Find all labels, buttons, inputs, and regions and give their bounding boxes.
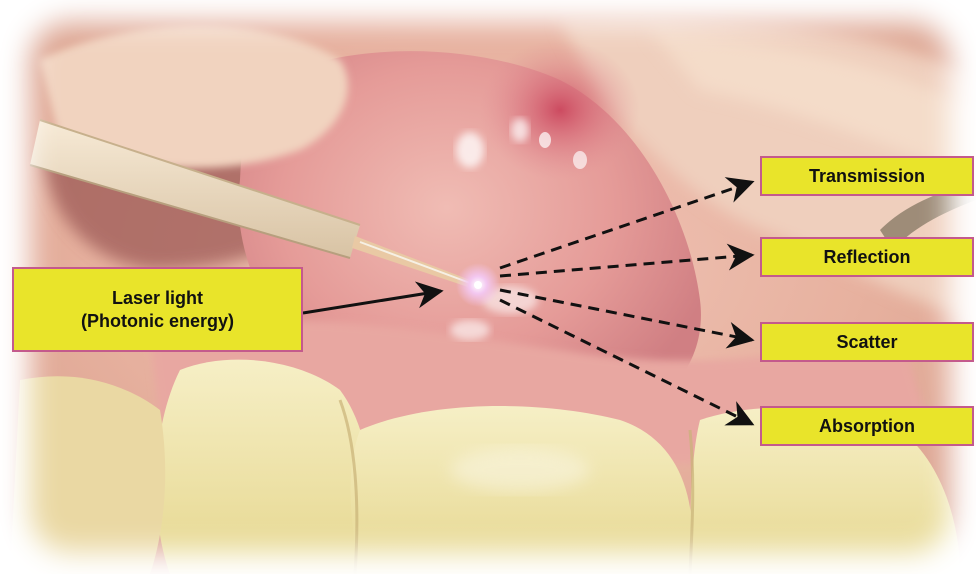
- scatter-label: Scatter: [760, 322, 974, 362]
- laser-light-label: Laser light (Photonic energy): [12, 267, 303, 352]
- absorption-label: Absorption: [760, 406, 974, 446]
- transmission-label: Transmission: [760, 156, 974, 196]
- reflection-label: Reflection: [760, 237, 974, 277]
- laser-light-title: Laser light: [112, 287, 203, 310]
- photonic-energy-subtitle: (Photonic energy): [81, 310, 234, 333]
